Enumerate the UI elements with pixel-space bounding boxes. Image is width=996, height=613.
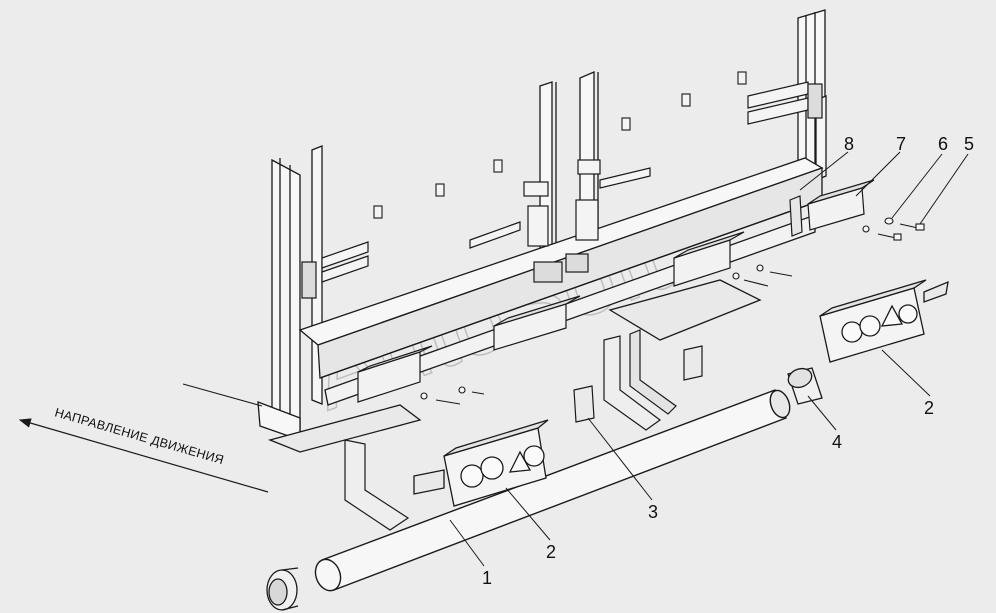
part-3-reflectors bbox=[573, 345, 703, 423]
door-hinges bbox=[301, 81, 823, 299]
end-cap-left bbox=[266, 567, 299, 611]
part-1-bumper-tube bbox=[314, 389, 791, 592]
frame-bolts bbox=[420, 264, 793, 405]
callout-4: 4 bbox=[832, 432, 842, 452]
door-clips bbox=[373, 71, 747, 219]
callout-2-right: 2 bbox=[924, 398, 934, 418]
callout-7: 7 bbox=[896, 134, 906, 154]
part-4-end-cap-right bbox=[787, 367, 823, 405]
callout-6: 6 bbox=[938, 134, 948, 154]
part-7-reflector-block bbox=[789, 179, 875, 237]
part-2-rear-lamp-left bbox=[413, 419, 549, 507]
direction-of-travel-arrow bbox=[18, 383, 269, 493]
callout-1: 1 bbox=[482, 568, 492, 588]
part-5-6-bolt-washer bbox=[862, 217, 925, 241]
callout-5: 5 bbox=[964, 134, 974, 154]
callout-labels: 1 2 2 3 4 5 6 7 8 bbox=[482, 134, 974, 588]
part-2-rear-lamp-right bbox=[819, 279, 949, 363]
direction-label: НАПРАВЛЕНИЕ ДВИЖЕНИЯ bbox=[53, 405, 225, 467]
callout-3: 3 bbox=[648, 502, 658, 522]
door-latches bbox=[469, 159, 651, 283]
frame-brackets bbox=[344, 231, 745, 531]
callout-leaders bbox=[449, 151, 969, 567]
callout-2-left: 2 bbox=[546, 542, 556, 562]
callout-8: 8 bbox=[844, 134, 854, 154]
